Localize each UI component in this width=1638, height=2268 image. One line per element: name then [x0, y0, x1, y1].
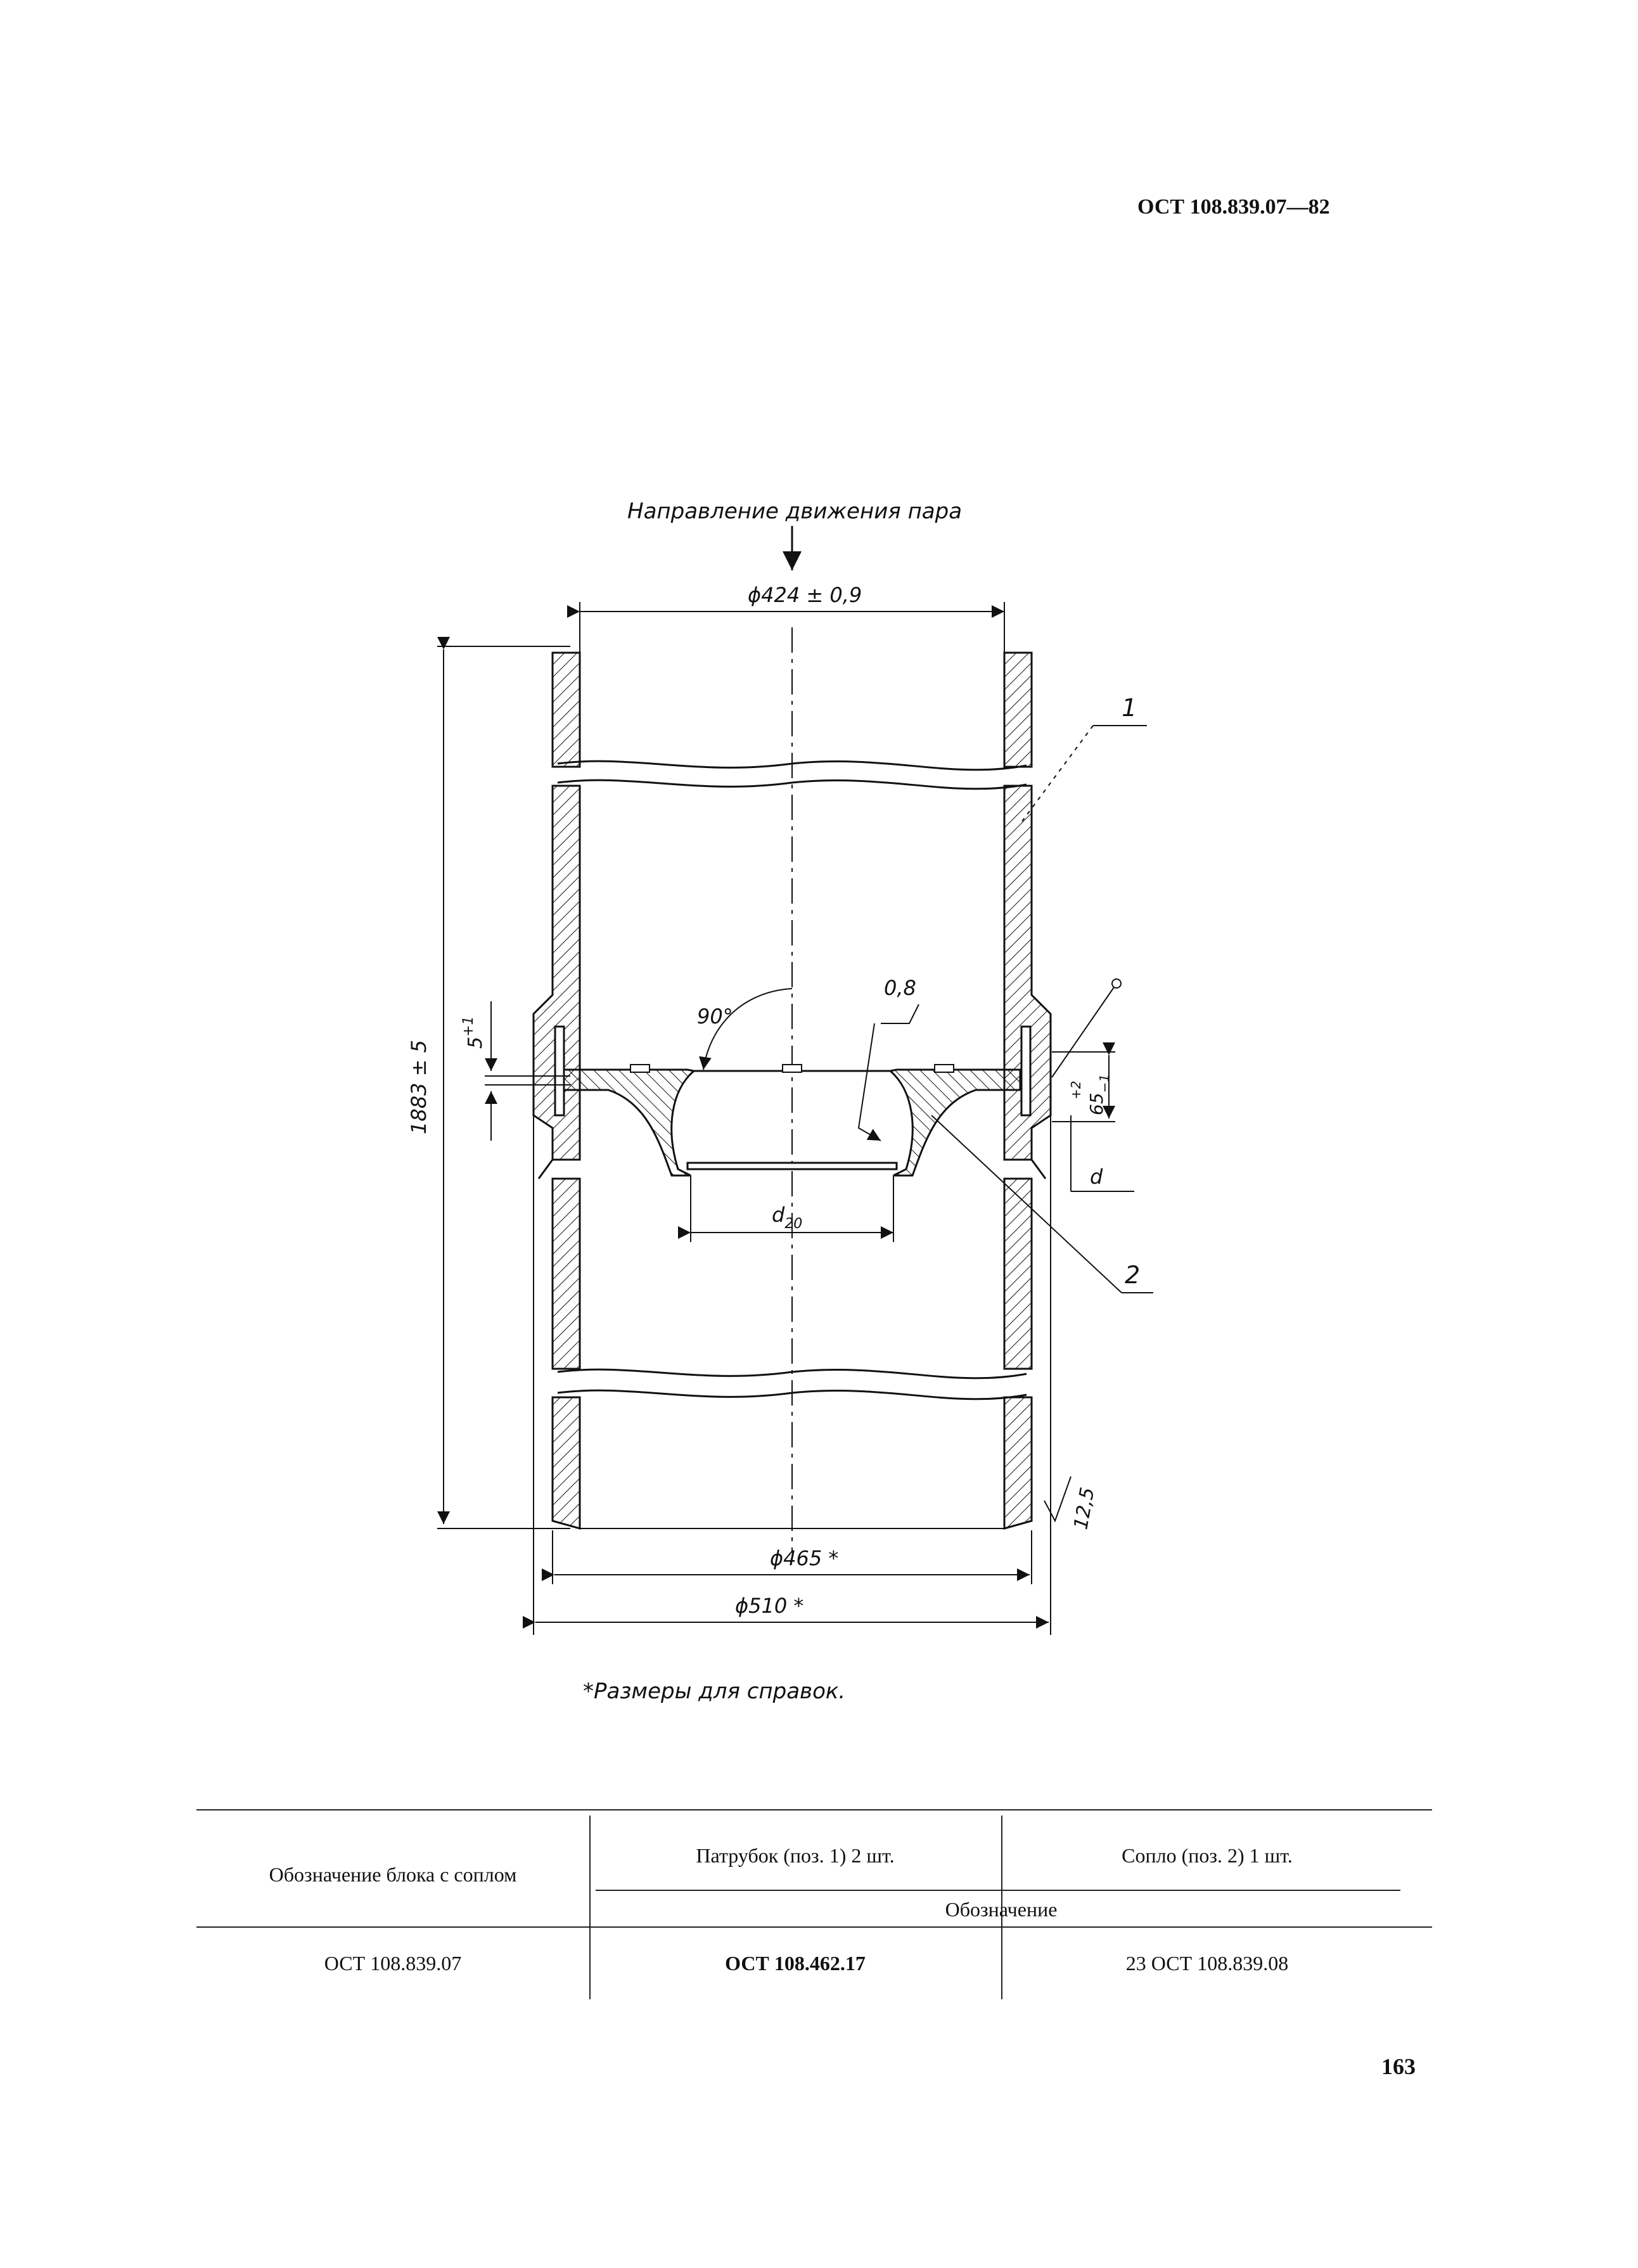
right-wall-upper [1003, 651, 1033, 768]
break-line-lower-1 [557, 1368, 1027, 1380]
position-1-label: 1 [1122, 694, 1137, 722]
right-bolt [1020, 1025, 1032, 1117]
flow-direction-label: Направление движения пара [627, 499, 962, 524]
dim-roughness: 0,8 [884, 976, 916, 1000]
angle-arc [699, 988, 793, 1070]
dim-outer-total: ϕ510 * [735, 1594, 803, 1618]
position-2-label: 2 [1125, 1261, 1140, 1289]
dim-length: 1883 ± 5 [407, 1040, 431, 1134]
throat-bottom [686, 1162, 898, 1170]
left-wall-middle [532, 785, 581, 1161]
right-wall-lower [1003, 1177, 1033, 1370]
left-wall-bottom [551, 1396, 581, 1530]
spec-header-nozzle: Сопло (поз. 2) 1 шт. [1122, 1844, 1293, 1867]
spec-row-block: ОСТ 108.839.07 [324, 1952, 462, 1975]
page-number: 163 [1381, 2054, 1416, 2079]
left-bolt [554, 1025, 565, 1117]
footnote: *Размеры для справок. [583, 1679, 845, 1704]
spec-sub-header: Обозначение [945, 1898, 1058, 1921]
dim-throat: d20 [772, 1203, 802, 1232]
dim-nozzle-tol-upper: +2 [1068, 1081, 1084, 1099]
dim-inner-top: ϕ424 ± 0,9 [748, 583, 862, 607]
spec-row-pipe: ОСТ 108.462.17 [725, 1952, 866, 1975]
spec-table: Обозначение блока с соплом Патрубок (поз… [196, 1809, 1432, 1999]
dim-wall-roughness: 12,5 [1070, 1486, 1099, 1532]
right-wall-bottom [1003, 1396, 1033, 1530]
spec-header-pipe: Патрубок (поз. 1) 2 шт. [696, 1844, 895, 1867]
break-line-upper-2 [557, 779, 1027, 790]
dim-gap: 5+1 [461, 1016, 487, 1049]
dim-angle: 90° [697, 1004, 733, 1028]
dim-outer-bottom: ϕ465 * [770, 1546, 838, 1570]
left-wall-lower [551, 1177, 581, 1370]
spec-row-nozzle: 23 ОСТ 108.839.08 [1125, 1952, 1289, 1975]
left-wall-upper [551, 651, 581, 768]
dim-d: d [1090, 1165, 1103, 1189]
break-line-upper-1 [557, 760, 1027, 771]
technical-drawing: Направление движения пара ϕ424 ± 0,9 90°… [407, 499, 1153, 1704]
dim-nozzle-offset: 65−1 [1086, 1074, 1112, 1115]
nozzle-right [888, 1068, 1021, 1177]
break-line-lower-2 [557, 1389, 1027, 1400]
standard-code: ОСТ 108.839.07—82 [1137, 195, 1330, 219]
nozzle-left [563, 1068, 696, 1177]
spec-header-block: Обозначение блока с соплом [269, 1863, 517, 1886]
